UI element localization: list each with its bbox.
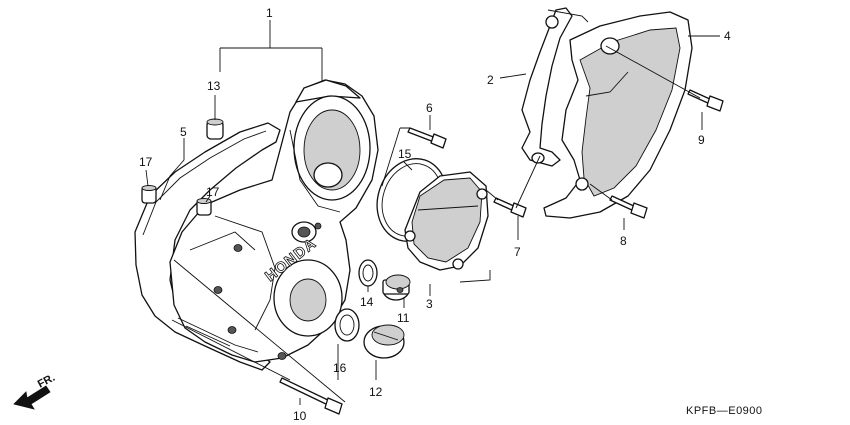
leader-lines [145, 20, 720, 405]
front-label: FR. [36, 372, 57, 391]
small-cover-3 [404, 171, 489, 271]
bolt-8 [609, 195, 648, 219]
left-crankcase-cover: HONDA [169, 79, 379, 363]
left-rear-cover-4 [543, 11, 693, 219]
callout-13: 13 [207, 79, 221, 93]
callout-6: 6 [426, 101, 433, 115]
dowel-pin-17a [141, 185, 157, 204]
o-ring-14 [358, 259, 378, 287]
diagram-code: KPFB—E0900 [686, 405, 763, 417]
callout-labels: 1 2 3 4 5 6 7 8 9 10 11 12 13 14 15 16 1… [139, 6, 731, 423]
callout-10: 10 [293, 409, 307, 423]
o-ring-16 [334, 308, 360, 342]
gasket [134, 122, 281, 371]
callout-11: 11 [397, 311, 410, 325]
arrow-icon [13, 385, 51, 410]
callout-8: 8 [620, 234, 627, 248]
timing-hole-cap-11 [382, 274, 411, 301]
callout-17a: 17 [139, 155, 153, 169]
callout-12: 12 [369, 385, 383, 399]
bolt-9 [687, 89, 724, 112]
sprocket-cover-plate-2 [521, 7, 589, 167]
callout-14: 14 [360, 295, 374, 309]
bolt-6 [407, 127, 447, 149]
front-direction-arrow: FR. [13, 372, 57, 410]
crankshaft-hole-cap-12 [363, 324, 405, 359]
bolt-7 [493, 197, 527, 218]
callout-4: 4 [724, 29, 731, 43]
callout-16: 16 [333, 361, 347, 375]
callout-9: 9 [698, 133, 705, 147]
callout-3: 3 [426, 297, 433, 311]
callout-5: 5 [180, 125, 187, 139]
bolt-10 [279, 377, 343, 415]
callout-15: 15 [398, 147, 412, 161]
dowel-pin-13 [206, 118, 224, 140]
callout-2: 2 [487, 73, 494, 87]
callout-1: 1 [266, 6, 273, 20]
callout-7: 7 [514, 245, 521, 259]
callout-17b: 17 [206, 185, 220, 199]
dowel-pin-17b [196, 198, 212, 216]
